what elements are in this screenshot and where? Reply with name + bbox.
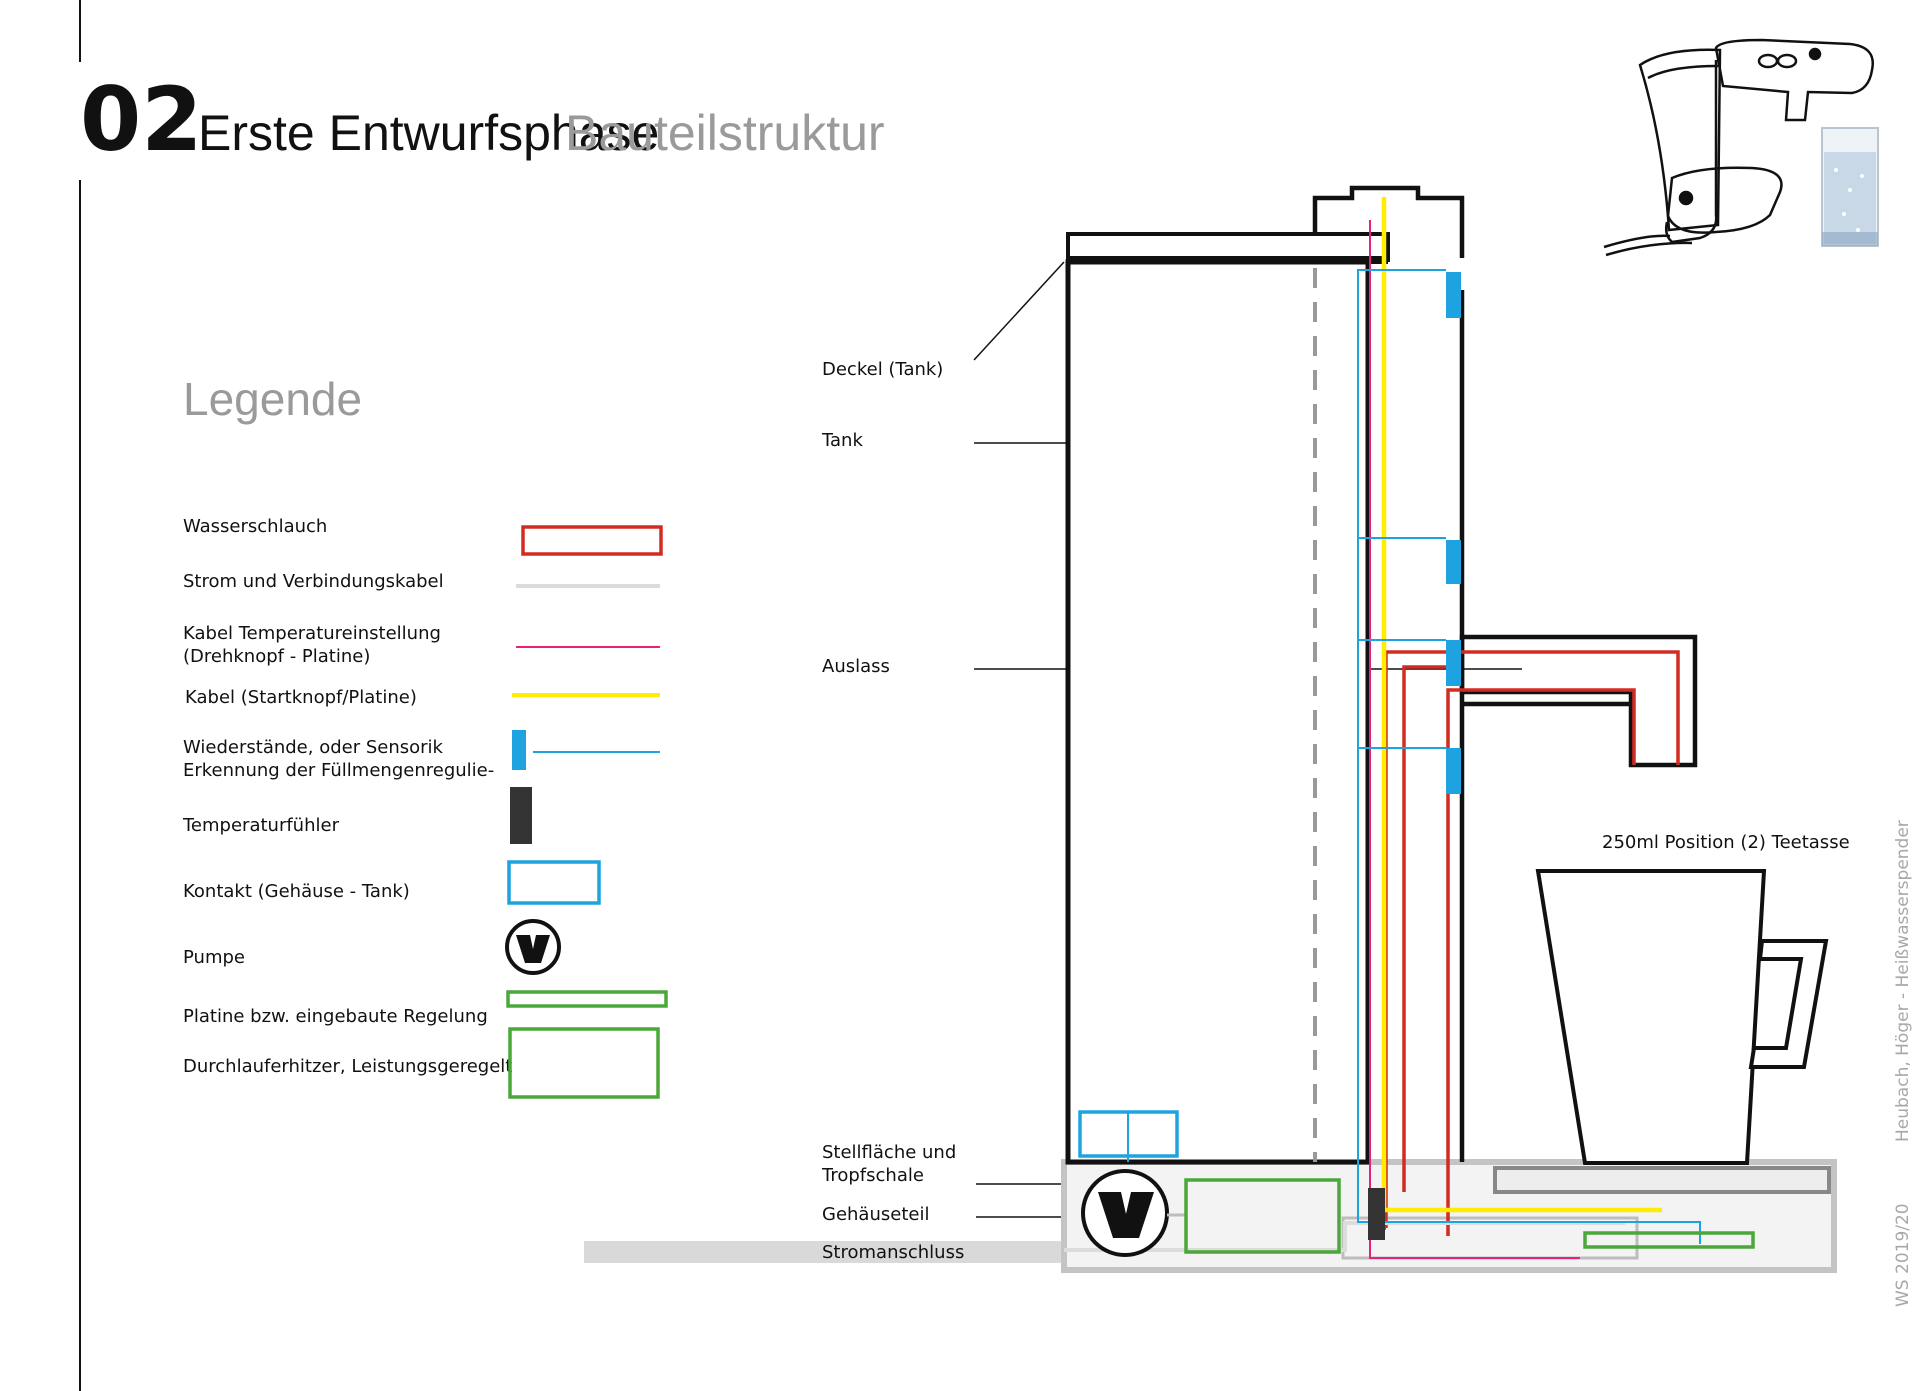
legend-symbol-board (506, 990, 668, 1008)
temperature-sensor (1368, 1188, 1385, 1240)
sensor-lines (1357, 269, 1701, 1244)
tea-cup (1535, 869, 1829, 1165)
callout-drip-tray-1: Stellfläche und (822, 1142, 956, 1163)
fill-sensor-3 (1446, 640, 1461, 686)
callout-outlet: Auslass (822, 656, 890, 677)
water-hose-inner (1402, 665, 1448, 1192)
legend-title: Legende (183, 373, 362, 425)
sidebar-semester: WS 2019/20 (1893, 1203, 1913, 1307)
water-glass-thumbnail (1821, 127, 1879, 247)
legend-symbol-sensor-block (512, 730, 526, 770)
legend-label-sensor-2: Erkennung der Füllmengenregulie- (183, 760, 494, 781)
temp-cable (1369, 220, 1580, 1259)
legend-label-pump: Pumpe (183, 947, 245, 968)
legend-label-wasserschlauch: Wasserschlauch (183, 516, 327, 537)
legend-symbol-heater (508, 1027, 660, 1099)
pump-icon (1081, 1169, 1169, 1257)
drip-tray (1493, 1166, 1831, 1194)
power-connection-strip (584, 1241, 1064, 1263)
callout-tank: Tank (821, 430, 863, 451)
callout-drip-tray-2: Tropfschale (821, 1165, 924, 1186)
flow-heater (1184, 1178, 1341, 1254)
legend-symbol-temp-sensor (510, 787, 532, 844)
control-board (1583, 1231, 1755, 1249)
outlet-spout (1459, 634, 1698, 768)
legend-label-heater: Durchlauferhitzer, Leistungsgeregelt (183, 1056, 512, 1077)
legend-label-temp-cable-2: (Drehknopf - Platine) (183, 646, 370, 667)
sidebar-authors: Heubach, Höger - Heißwasserspender (1893, 820, 1913, 1142)
tank-body (1065, 259, 1371, 1165)
legend-label-board: Platine bzw. eingebaute Regelung (183, 1006, 488, 1027)
legend-symbol-pump-icon (505, 919, 561, 975)
control-housing (1312, 185, 1465, 258)
legend-label-temp-cable-1: Kabel Temperatureinstellung (183, 623, 441, 644)
fill-sensor-2 (1446, 540, 1461, 584)
cup-label: 250ml Position (2) Teetasse (1602, 832, 1850, 853)
dispenser-sketch-thumbnail (1603, 38, 1874, 257)
callout-housing: Gehäuseteil (822, 1204, 929, 1225)
legend-symbol-water-hose (521, 525, 663, 556)
water-hose-outlet (1446, 688, 1636, 1236)
fill-sensor-1 (1446, 272, 1461, 318)
leader-lid (973, 261, 1065, 361)
legend-symbol-contact (507, 860, 601, 905)
legend-label-contact: Kontakt (Gehäuse - Tank) (183, 881, 410, 902)
callout-power-connection: Stromanschluss (822, 1242, 964, 1263)
legend-label-sensor-1: Wiederstände, oder Sensorik (183, 737, 444, 758)
section-number: 02 (80, 68, 202, 171)
callout-lid: Deckel (Tank) (822, 359, 943, 380)
legend-label-temp-sensor: Temperaturfühler (182, 815, 340, 836)
fill-sensor-4 (1446, 748, 1461, 794)
legend-label-power-cable: Strom und Verbindungskabel (183, 571, 444, 592)
legend-label-start-cable: Kabel (Startknopf/Platine) (185, 687, 417, 708)
page-title: Erste Entwurfsphase (198, 105, 659, 161)
page-subtitle: Bauteilstruktur (565, 105, 885, 161)
